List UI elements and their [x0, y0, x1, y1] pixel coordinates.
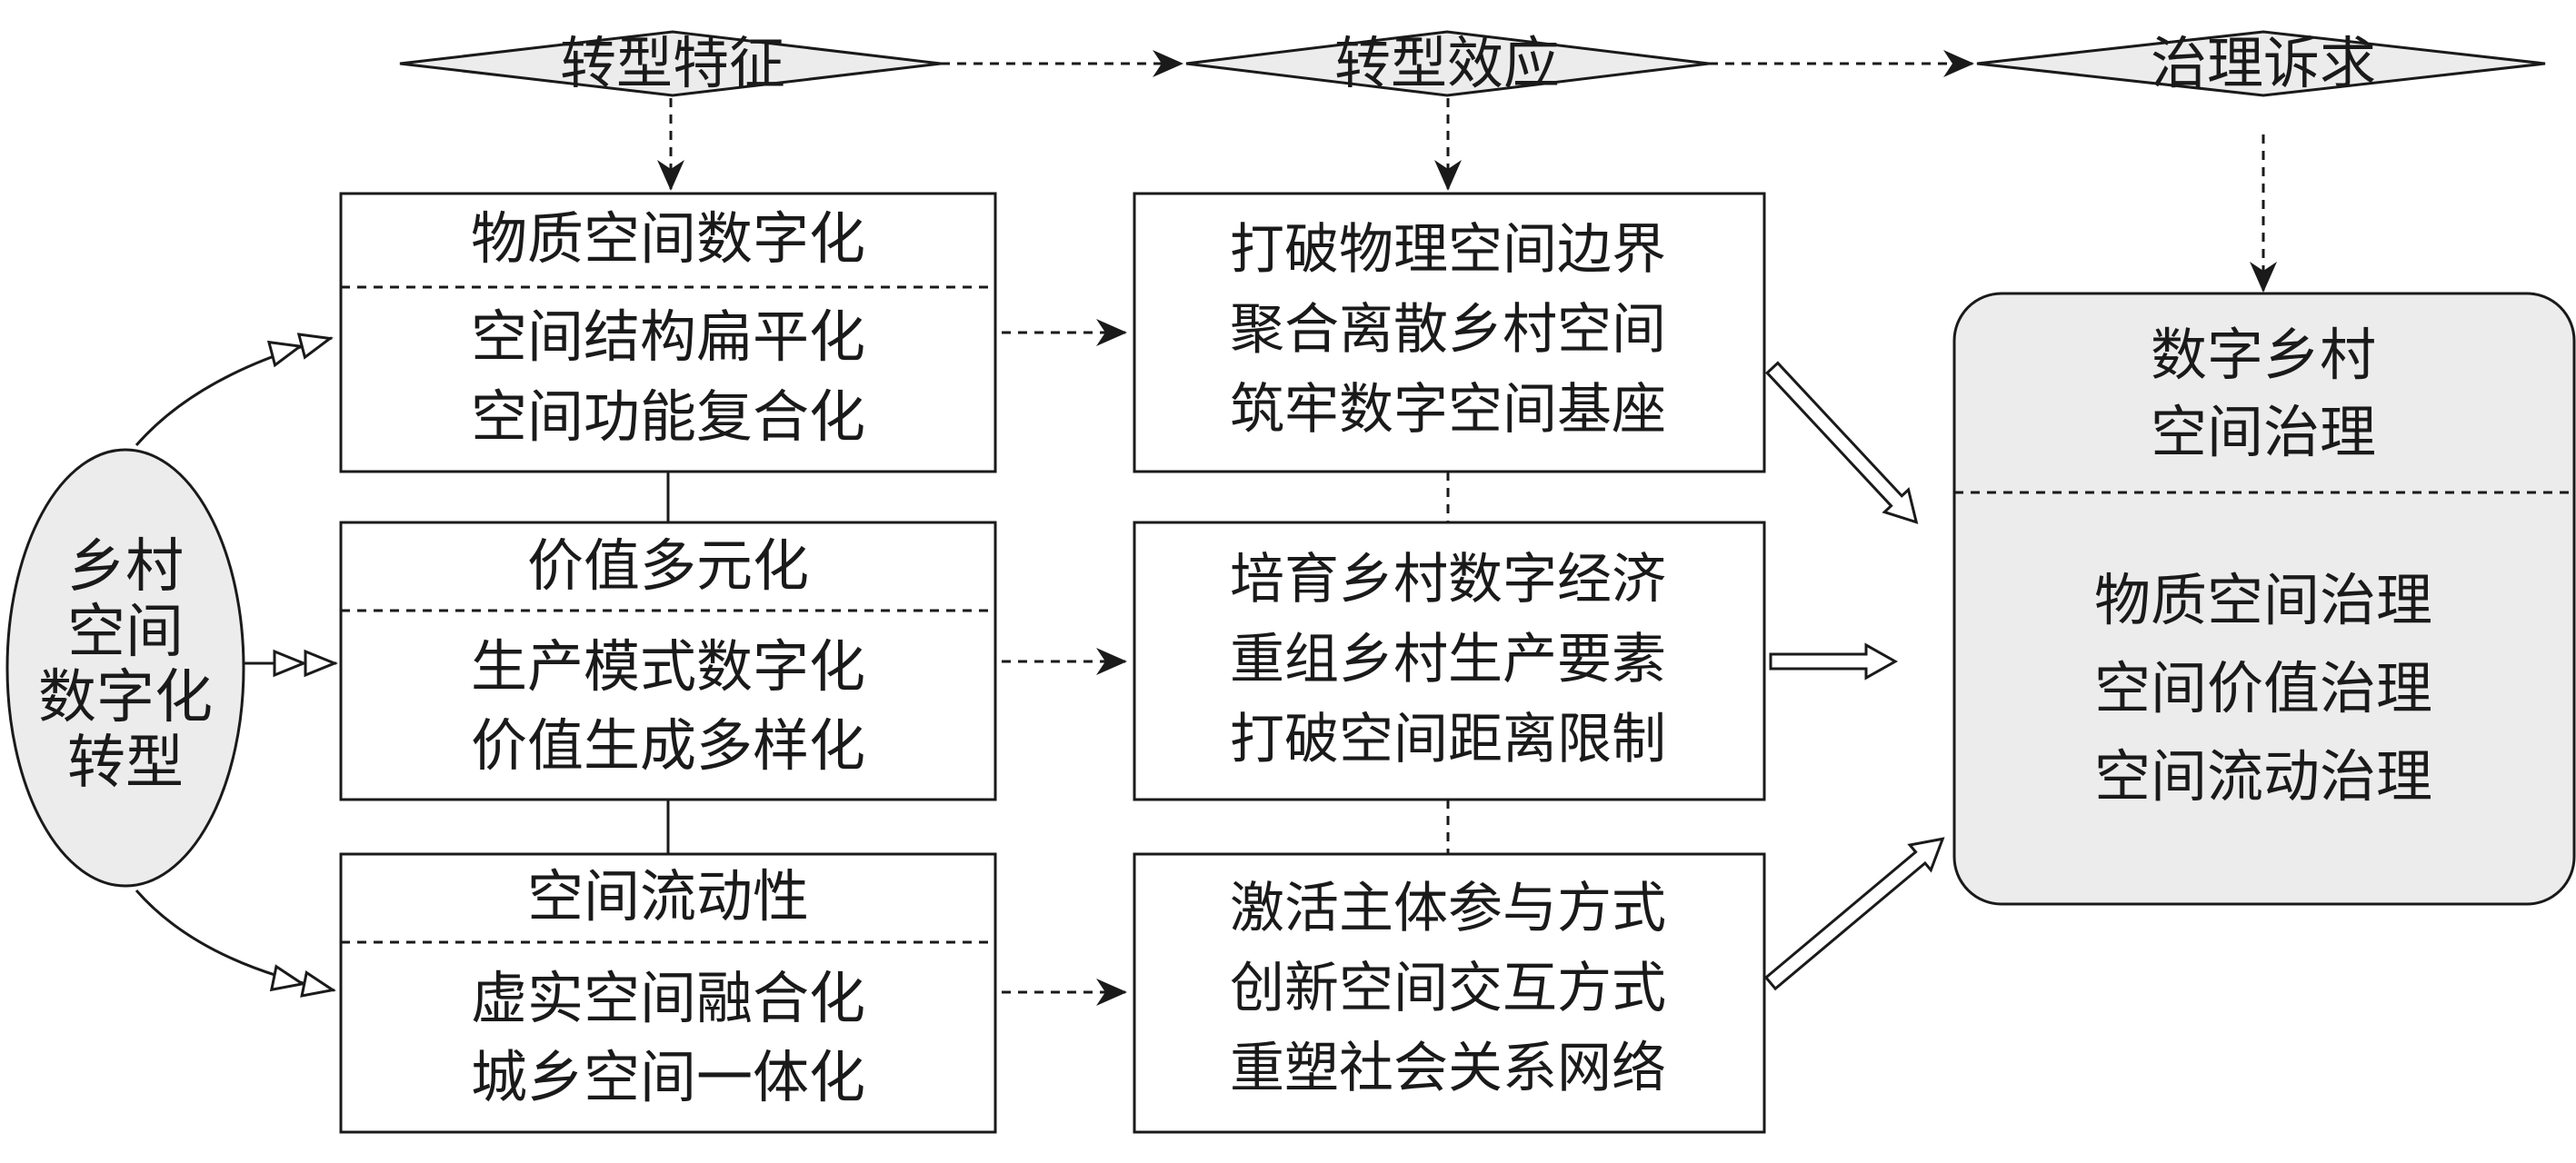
source-line-2: 空间 — [67, 599, 184, 666]
feature-1-item-1: 空间结构扁平化 — [470, 303, 866, 370]
governance-title-line-1: 数字乡村 — [2150, 322, 2377, 388]
block-arrow-effect-1-to-governance — [1765, 361, 1919, 524]
effect-3-line-2: 创新空间交互方式 — [1230, 957, 1666, 1020]
governance-item-3: 空间流动治理 — [2093, 743, 2433, 810]
effect-3-line-1: 激活主体参与方式 — [1230, 877, 1666, 940]
feature-2-title: 价值多元化 — [526, 532, 810, 599]
governance-item-1: 物质空间治理 — [2093, 567, 2433, 633]
feature-box-3 — [339, 852, 997, 1134]
effect-1-line-2: 聚合离散乡村空间 — [1230, 298, 1666, 362]
source-line-4: 转型 — [67, 730, 184, 797]
effect-box-2 — [1133, 521, 1766, 801]
effect-2-line-1: 培育乡村数字经济 — [1230, 548, 1666, 611]
block-arrow-effect-2-to-governance — [1769, 642, 1899, 681]
feature-3-item-2: 城乡空间一体化 — [470, 1044, 866, 1110]
effect-box-1 — [1133, 192, 1766, 473]
feature-2-item-2: 价值生成多样化 — [470, 712, 866, 779]
source-line-1: 乡村 — [67, 533, 184, 601]
header-diamond-demands — [1976, 30, 2546, 97]
feature-1-item-2: 空间功能复合化 — [470, 383, 866, 450]
feature-box-1 — [339, 192, 997, 473]
governance-title-line-2: 空间治理 — [2150, 399, 2377, 465]
header-demands-label: 治理诉求 — [2150, 30, 2377, 96]
feature-3-item-1: 虚实空间融合化 — [470, 965, 866, 1031]
block-arrow-effect-3-to-governance — [1763, 837, 1945, 991]
feature-2-item-1: 生产模式数字化 — [470, 633, 866, 700]
source-ellipse — [5, 448, 245, 888]
effect-2-line-2: 重组乡村生产要素 — [1230, 628, 1666, 691]
effect-3-line-3: 重塑社会关系网络 — [1230, 1037, 1666, 1100]
effect-1-line-3: 筑牢数字空间基座 — [1230, 378, 1666, 442]
header-effects-label: 转型效应 — [1333, 30, 1561, 96]
effect-2-line-3: 打破空间距离限制 — [1230, 708, 1666, 771]
effect-box-3 — [1133, 852, 1766, 1134]
feature-1-title: 物质空间数字化 — [470, 205, 866, 272]
effect-1-line-1: 打破物理空间边界 — [1230, 218, 1666, 282]
header-features-label: 转型特征 — [559, 30, 786, 96]
feature-3-title: 空间流动性 — [526, 863, 810, 929]
governance-item-2: 空间价值治理 — [2093, 655, 2433, 721]
governance-box — [1952, 292, 2576, 906]
arrow-source-to-feature-3 — [135, 890, 336, 998]
arrow-source-to-feature-1 — [135, 333, 334, 446]
source-line-3: 数字化 — [38, 664, 213, 731]
